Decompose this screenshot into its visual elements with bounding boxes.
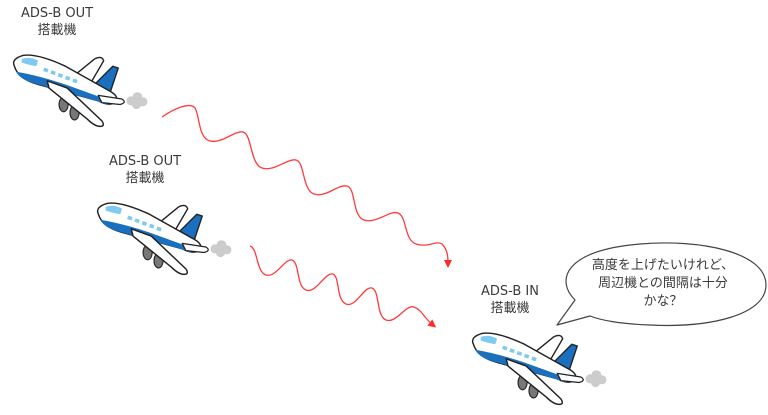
signal-wave-1 <box>161 104 452 268</box>
aircraft-label-line1: ADS-B OUT <box>108 154 182 169</box>
speech-bubble-text: 高度を上げたいけれど、 周辺機との間隔は十分 かな？ <box>578 257 748 311</box>
signal-wave-2 <box>249 245 437 328</box>
aircraft-label-line2: 搭載機 <box>490 301 530 316</box>
aircraft-label-line2: 搭載機 <box>125 171 165 186</box>
speech-line-3: かな？ <box>643 294 683 309</box>
aircraft-label-in: ADS-B IN 搭載機 <box>470 283 550 317</box>
aircraft-label-out-2: ADS-B OUT 搭載機 <box>100 153 190 187</box>
aircraft-label-line1: ADS-B OUT <box>20 6 94 21</box>
aircraft-label-out-1: ADS-B OUT 搭載機 <box>12 5 102 39</box>
aircraft-label-line2: 搭載機 <box>37 23 77 38</box>
speech-line-2: 周辺機との間隔は十分 <box>598 276 728 291</box>
aircraft-label-line1: ADS-B IN <box>481 284 539 299</box>
speech-line-1: 高度を上げたいけれど、 <box>591 258 735 273</box>
speech-bubble <box>556 242 767 327</box>
